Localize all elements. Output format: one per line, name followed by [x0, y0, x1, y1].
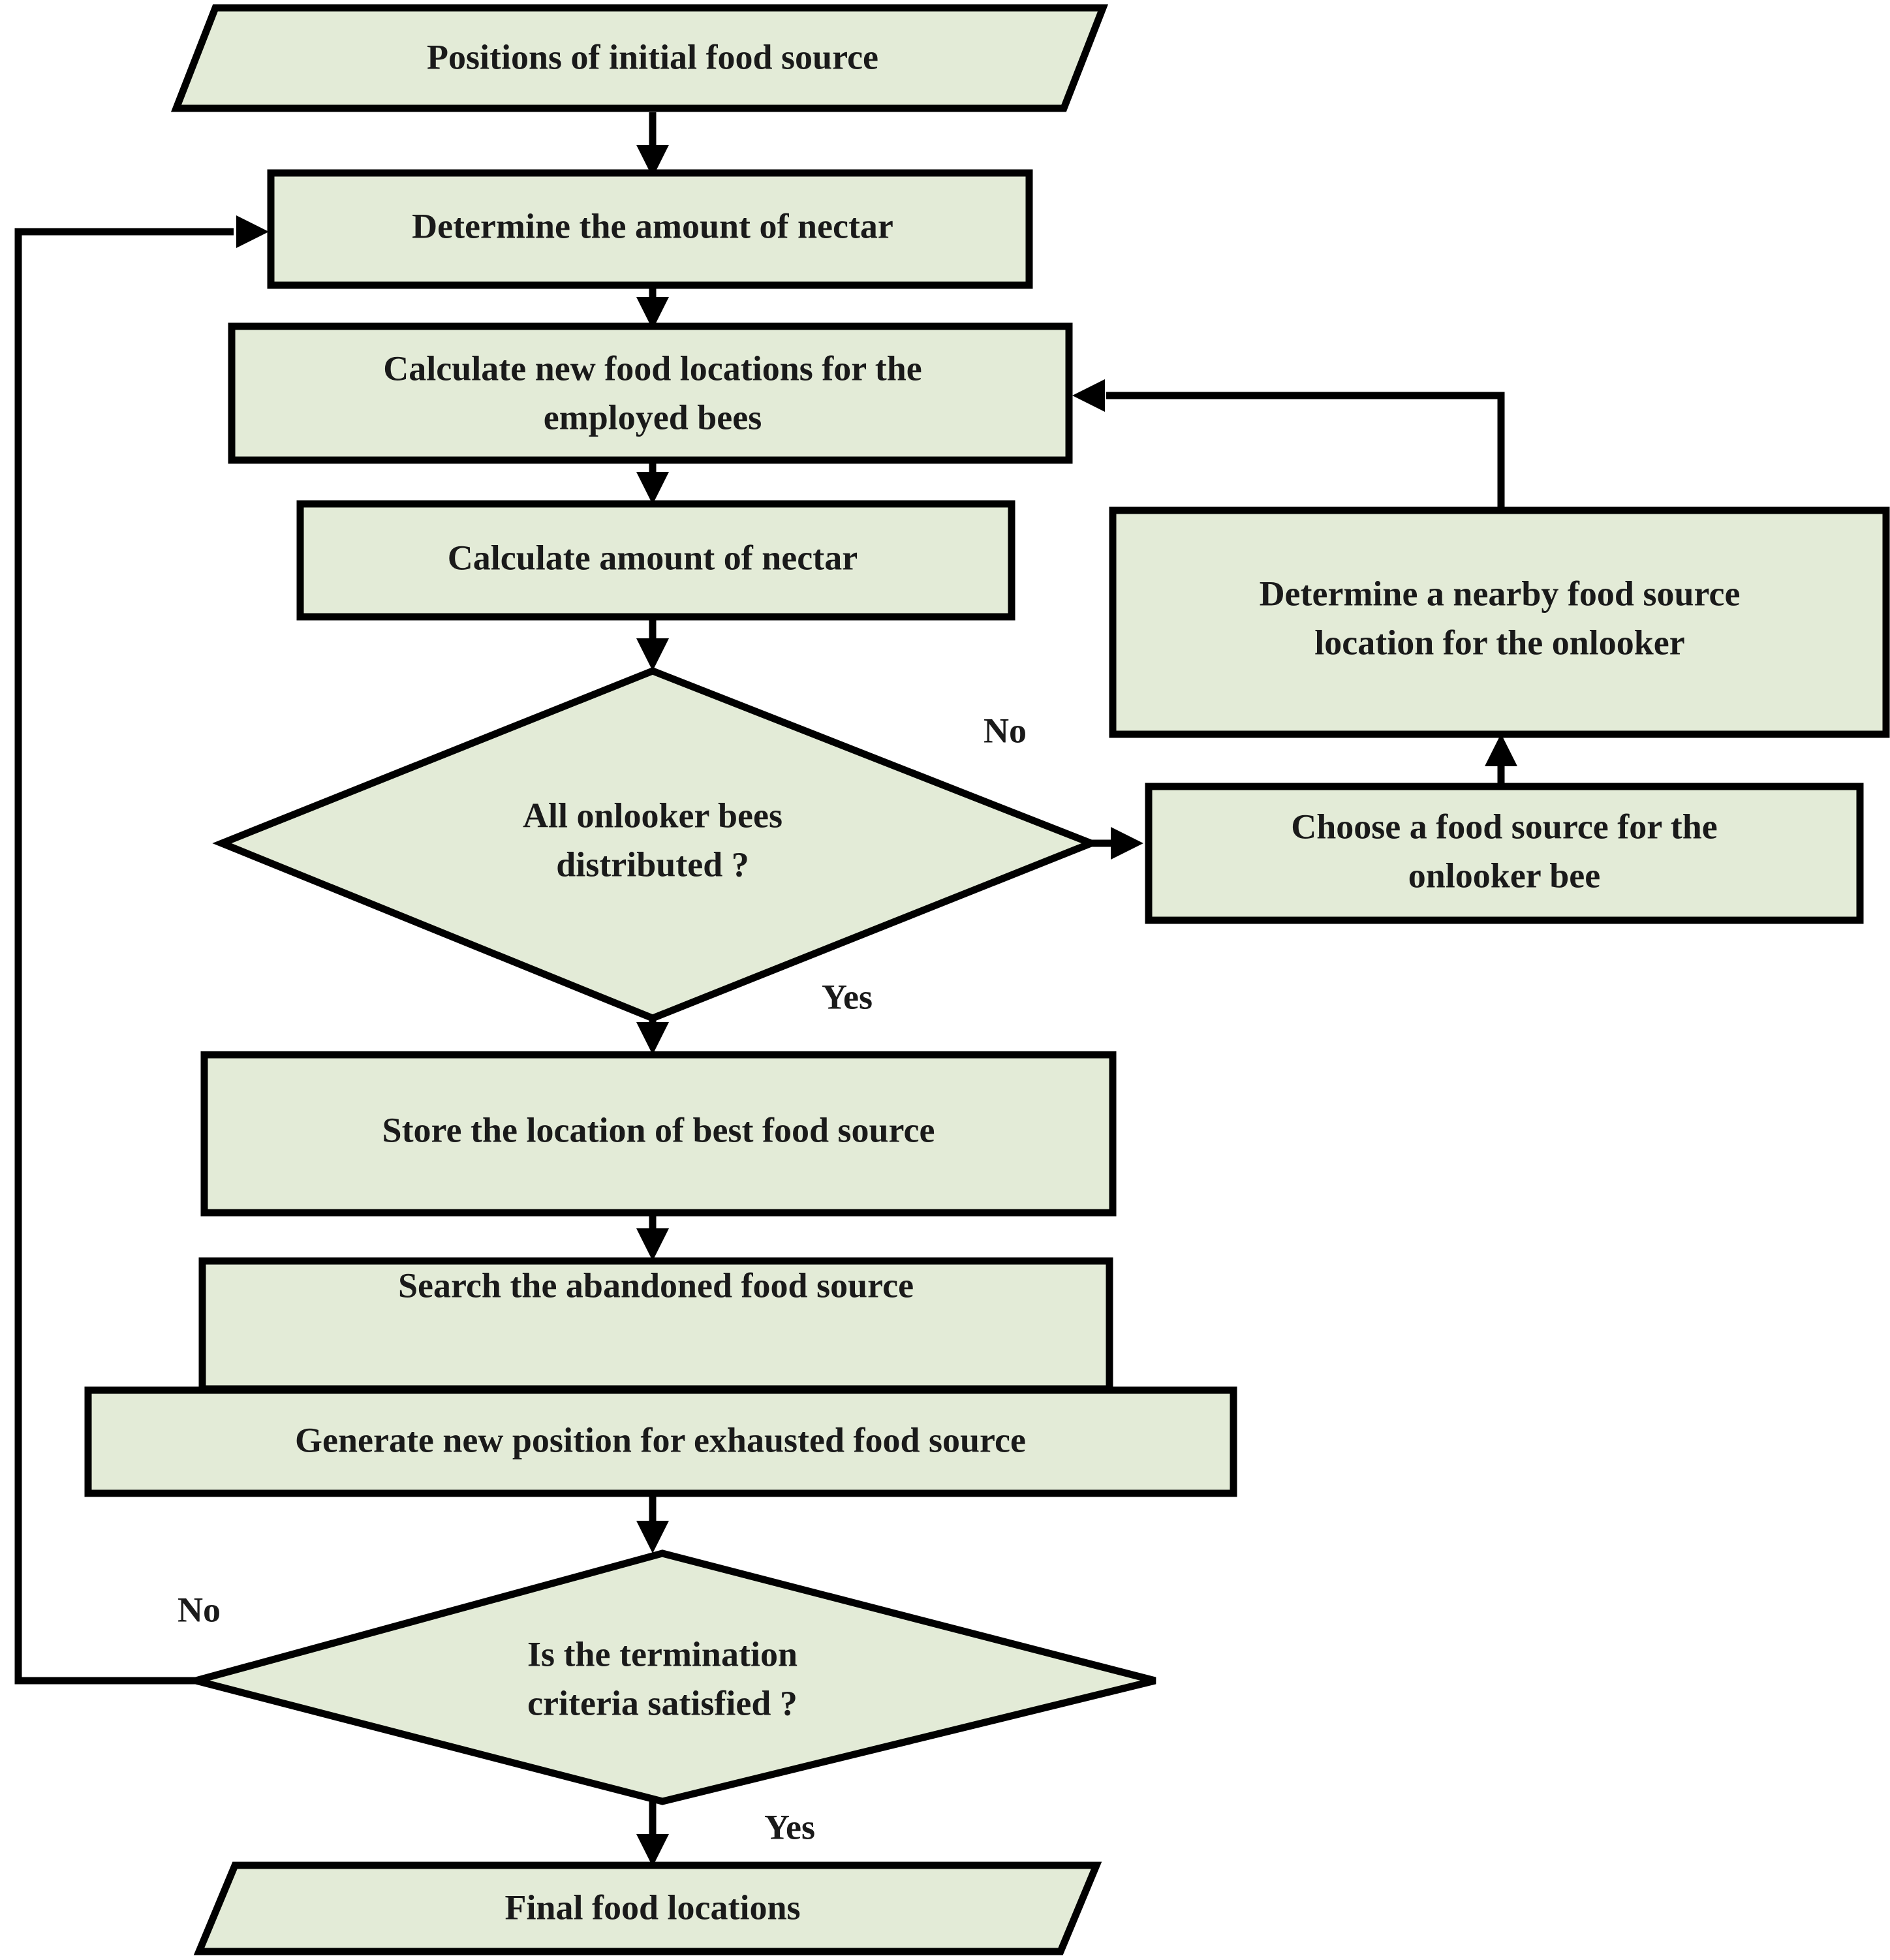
- calc-new-locations-line1: Calculate new food locations for the: [383, 349, 922, 388]
- branch-label-onlooker-yes: Yes: [822, 977, 873, 1016]
- arrow-down-icon: [636, 1834, 669, 1867]
- generate-new-rect: [84, 1386, 1237, 1497]
- store-best-label: Store the location of best food source: [382, 1110, 935, 1149]
- arrow-down-icon: [636, 472, 669, 505]
- search-abandoned-rect: [198, 1257, 1113, 1393]
- onlooker-decision-diamond: [212, 667, 1101, 1022]
- edge-start-to-determine-nectar: [636, 112, 669, 178]
- node-termination-decision[interactable]: Is the termination criteria satisfied ?: [181, 1549, 1156, 1805]
- calc-new-locations-line2: employed bees: [544, 397, 762, 437]
- edge-choose-source-to-determine-nearby: [1485, 734, 1517, 786]
- onlooker-decision-line2: distributed ?: [556, 845, 749, 884]
- calc-nectar-label: Calculate amount of nectar: [448, 538, 858, 577]
- store-best-rect: [200, 1051, 1117, 1217]
- node-start[interactable]: Positions of initial food source: [170, 4, 1109, 112]
- branch-label-onlooker-no: No: [984, 711, 1027, 750]
- node-store-best[interactable]: Store the location of best food source: [200, 1051, 1117, 1217]
- determine-nearby-line1: Determine a nearby food source: [1260, 574, 1741, 613]
- arrow-down-icon: [636, 1228, 669, 1261]
- node-calc-nectar[interactable]: Calculate amount of nectar: [296, 500, 1015, 621]
- edge-determine-nectar-to-calc-locations: [636, 285, 669, 330]
- final-label: Final food locations: [504, 1888, 800, 1927]
- determine-nearby-line2: location for the onlooker: [1314, 623, 1684, 662]
- calc-nectar-rect: [296, 500, 1015, 621]
- arrow-down-icon: [636, 1022, 669, 1055]
- start-parallelogram: [170, 4, 1109, 112]
- choose-source-line2: onlooker bee: [1408, 856, 1601, 895]
- node-onlooker-decision[interactable]: All onlooker bees distributed ?: [212, 667, 1101, 1022]
- branch-label-termination-yes: Yes: [764, 1807, 815, 1846]
- termination-decision-diamond: [181, 1549, 1156, 1805]
- node-determine-nearby[interactable]: Determine a nearby food source location …: [1109, 506, 1890, 738]
- arrow-right-icon: [1111, 827, 1143, 860]
- choose-source-rect: [1145, 783, 1864, 924]
- termination-decision-line1: Is the termination: [527, 1634, 798, 1673]
- edge-calc-locations-to-calc-nectar: [636, 460, 669, 505]
- determine-nearby-rect: [1109, 506, 1890, 738]
- calc-new-locations-rect: [228, 322, 1073, 464]
- arrow-down-icon: [636, 638, 669, 671]
- edge-calc-nectar-to-onlooker-decision: [636, 617, 669, 671]
- choose-source-line1: Choose a food source for the: [1291, 807, 1717, 846]
- determine-nectar-rect: [267, 169, 1033, 289]
- edge-store-best-to-search-abandoned: [636, 1213, 669, 1261]
- node-search-abandoned[interactable]: Search the abandoned food source: [198, 1257, 1113, 1393]
- final-parallelogram: [193, 1861, 1102, 1955]
- arrow-left-icon: [1072, 379, 1105, 412]
- search-abandoned-label: Search the abandoned food source: [398, 1266, 914, 1305]
- node-determine-nectar[interactable]: Determine the amount of nectar: [267, 169, 1033, 289]
- edge-generate-new-to-termination-decision: [636, 1493, 669, 1553]
- edge-determine-nearby-to-calc-locations: [1072, 379, 1505, 510]
- termination-decision-line2: criteria satisfied ?: [527, 1683, 798, 1722]
- node-choose-source[interactable]: Choose a food source for the onlooker be…: [1145, 783, 1864, 924]
- start-label: Positions of initial food source: [427, 37, 878, 76]
- arrow-right-icon: [236, 215, 269, 248]
- node-generate-new[interactable]: Generate new position for exhausted food…: [84, 1386, 1237, 1497]
- generate-new-label: Generate new position for exhausted food…: [295, 1420, 1026, 1459]
- arrow-down-icon: [636, 1521, 669, 1553]
- node-calc-new-locations[interactable]: Calculate new food locations for the emp…: [228, 322, 1073, 464]
- branch-label-termination-no: No: [178, 1590, 221, 1629]
- edge-termination-no-loopback: [14, 215, 269, 1685]
- edge-onlooker-yes-to-store-best: [636, 1018, 669, 1055]
- determine-nectar-label: Determine the amount of nectar: [412, 206, 893, 245]
- node-final[interactable]: Final food locations: [193, 1861, 1102, 1955]
- arrow-down-icon: [636, 145, 669, 178]
- arrow-down-icon: [636, 297, 669, 330]
- arrow-up-icon: [1485, 734, 1517, 766]
- edge-termination-yes-to-final: [636, 1801, 669, 1867]
- onlooker-decision-line1: All onlooker bees: [523, 796, 782, 835]
